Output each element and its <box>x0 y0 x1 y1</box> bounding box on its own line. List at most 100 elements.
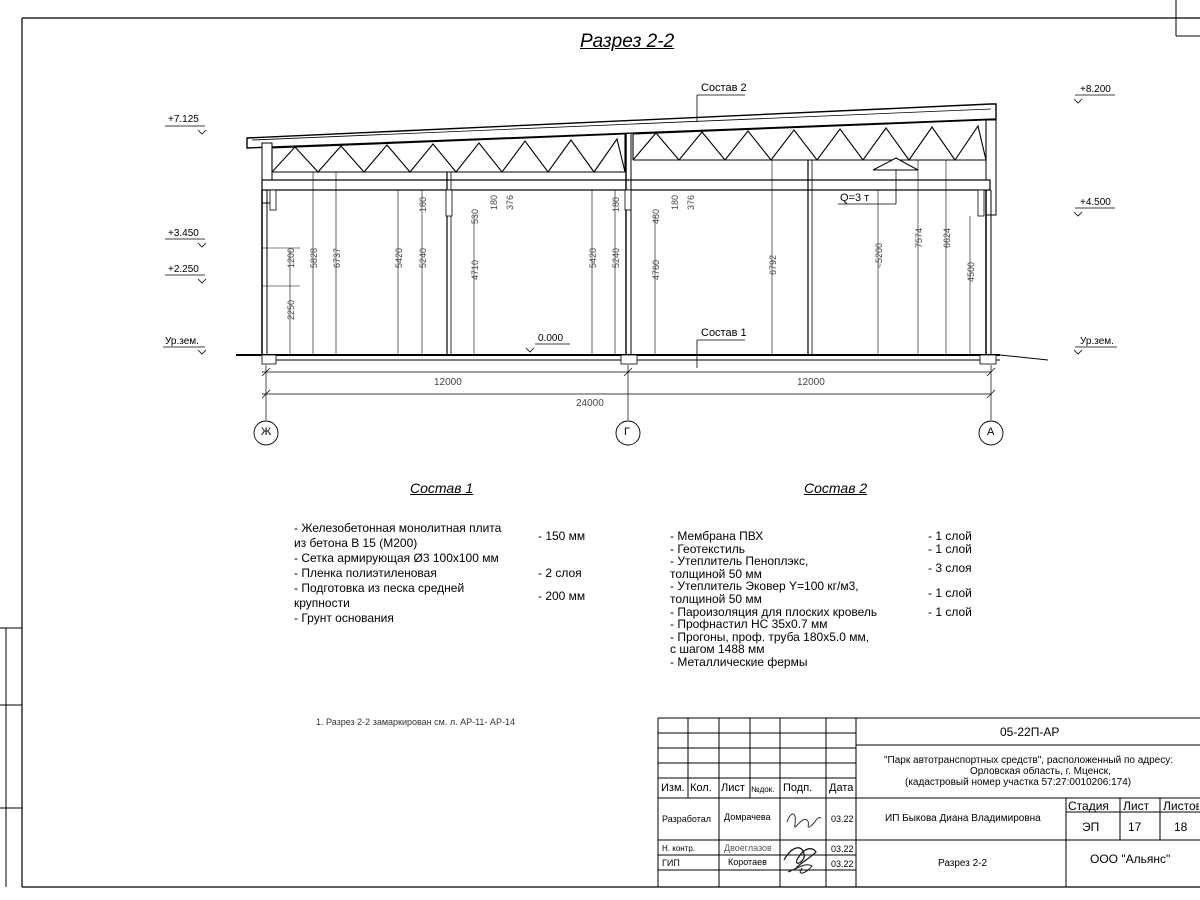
level-left-2: +3.450 <box>168 228 199 239</box>
drawing-title: Разрез 2-2 <box>580 31 675 52</box>
hdr-kol: Кол. <box>690 782 712 794</box>
sheet-number: 17 <box>1128 820 1142 834</box>
project-name: "Парк автотранспортных средств", располо… <box>884 755 1174 766</box>
project-cadastral: (кадастровый номер участка 57:27:0010206… <box>905 777 1132 788</box>
vertical-dimension-label: 2250 <box>286 299 296 320</box>
vertical-dimension-label: 376 <box>686 194 696 210</box>
sheets-total: 18 <box>1174 820 1188 834</box>
sostav1-item-line: - Пленка полиэтиленовая <box>294 566 437 580</box>
span-right: 12000 <box>797 377 825 388</box>
vertical-dimension-label: 5240 <box>611 247 621 268</box>
sostav1-item-value: - 2 слоя <box>538 566 582 580</box>
vertical-dimension-label: 5240 <box>418 247 428 268</box>
vertical-dimension-label: ≈5200 <box>874 243 884 268</box>
vertical-dimension-label: 180 <box>489 194 499 210</box>
roof-trusses <box>271 119 987 173</box>
sostav1-item-line: - Подготовка из песка средней <box>294 581 465 595</box>
axis-label-g: Г <box>624 426 630 438</box>
hdr-podp: Подп. <box>783 782 813 794</box>
sostav1-title: Состав 1 <box>410 480 474 496</box>
sostav1-item-value: - 150 мм <box>538 528 586 543</box>
row-date-2: 03.22 <box>831 844 854 854</box>
axis-label-zh: Ж <box>261 426 272 438</box>
level-marks <box>163 94 1117 368</box>
sostav2-item-line: толщиной 50 мм <box>670 566 762 581</box>
sostav2-item-line: с шагом 1488 мм <box>670 642 765 657</box>
sostav2-item-value: - 1 слой <box>928 541 972 556</box>
row-name-1: Домрачева <box>724 812 771 822</box>
sostav2-item-line: - Прогоны, проф. труба 180х5.0 мм, <box>670 629 870 644</box>
axis-label-a: А <box>987 426 995 438</box>
sostav1-item-line: крупности <box>294 596 350 610</box>
sostav2-item-line: - Пароизоляция для плоских кровель <box>670 604 878 619</box>
sostav1-item-line: - Грунт основания <box>294 611 394 625</box>
vertical-dimension-label: 7574 <box>914 227 924 248</box>
ground-level-left: Ур.зем. <box>165 336 199 347</box>
axis-bubble-a <box>978 420 1004 446</box>
row-name-3: Коротаев <box>728 857 767 867</box>
axis-markers <box>253 420 1004 446</box>
vertical-dimension-label: 4500 <box>966 261 976 282</box>
ground-level-right: Ур.зем. <box>1080 336 1114 347</box>
sheet-title: Разрез 2-2 <box>938 858 988 869</box>
level-left-1: +7.125 <box>168 114 199 125</box>
row-role-2: Н. контр. <box>662 844 696 853</box>
vertical-dimension-label: 5420 <box>394 247 404 268</box>
hdr-list: Лист <box>721 782 745 794</box>
row-date-1: 03.22 <box>831 814 854 824</box>
sostav2-item-line: толщиной 50 мм <box>670 592 762 606</box>
axis-bubble-zh <box>253 420 279 446</box>
organization-name: ИП Быкова Диана Владимировна <box>885 813 1041 824</box>
hdr-ndok: №док. <box>751 785 775 794</box>
vertical-dimension-label: 4710 <box>470 259 480 280</box>
zero-level: 0.000 <box>538 333 564 344</box>
sostav1-item-line: - Сетка армирующая Ø3 100х100 мм <box>294 551 499 565</box>
project-code: 05-22П-АР <box>1000 725 1060 739</box>
sostav2-item-value: - 1 слой <box>928 604 972 619</box>
vertical-dimension-label: 6737 <box>332 247 342 268</box>
sostav2-item-line: - Металлические фермы <box>670 655 808 669</box>
sostav1-item-line: - Железобетонная монолитная плита <box>294 521 502 535</box>
vertical-dimension-label: 180 <box>418 196 428 212</box>
vertical-dimension-label: 180 <box>611 196 621 212</box>
company-name: ООО "Альянс" <box>1090 852 1171 866</box>
row-date-3: 03.22 <box>831 859 854 869</box>
list-header: Лист <box>1123 799 1150 813</box>
frame-structure <box>261 134 992 354</box>
span-total: 24000 <box>576 398 604 409</box>
vertical-dimensions <box>262 160 971 354</box>
level-left-3: +2.250 <box>168 264 199 275</box>
floor-slab <box>236 354 1049 365</box>
section-label-bottom: Состав 1 <box>701 327 747 339</box>
hdr-data: Дата <box>829 782 854 794</box>
section-label-top: Состав 2 <box>701 82 747 94</box>
sheet-note: 1. Разрез 2-2 замаркирован см. л. АР-11-… <box>316 717 515 727</box>
sostav2-item-line: - Утеплитель Эковер Y=100 кг/м3, <box>670 579 859 594</box>
level-right-2: +4.500 <box>1080 197 1111 208</box>
vertical-dimension-label: 5828 <box>309 247 319 268</box>
row-name-2: Двоеглазов <box>724 843 772 853</box>
vertical-dimension-label: 6624 <box>942 227 952 248</box>
vertical-dimension-label: 5420 <box>588 247 598 268</box>
vertical-dimension-label: 4760 <box>651 259 661 280</box>
crane-capacity-label: Q=3 т <box>840 192 870 204</box>
span-left: 12000 <box>434 377 462 388</box>
sostav2-item-line: - Утеплитель Пеноплэкс, <box>670 554 809 569</box>
vertical-dimension-label: 6792 <box>768 254 778 275</box>
stage-value: ЭП <box>1082 820 1100 834</box>
vertical-dimension-label: 376 <box>505 194 515 210</box>
sostav2-item-line: - Мембрана ПВХ <box>670 529 764 543</box>
sostav2-item-value: - 3 слоя <box>928 560 972 575</box>
axis-bubble-g <box>615 420 641 446</box>
lists-header: Листов <box>1163 799 1199 813</box>
vertical-dimension-label: 530 <box>470 208 480 224</box>
sostav2-item-value: - 1 слой <box>928 529 972 543</box>
row-role-3: ГИП <box>662 858 680 868</box>
sostav2-item-value: - 1 слой <box>928 585 972 600</box>
sostav2-item-line: - Геотекстиль <box>670 541 745 556</box>
sostav2-item-line: - Профнастил НС 35х0.7 мм <box>670 617 828 632</box>
level-right-1: +8.200 <box>1080 84 1111 95</box>
